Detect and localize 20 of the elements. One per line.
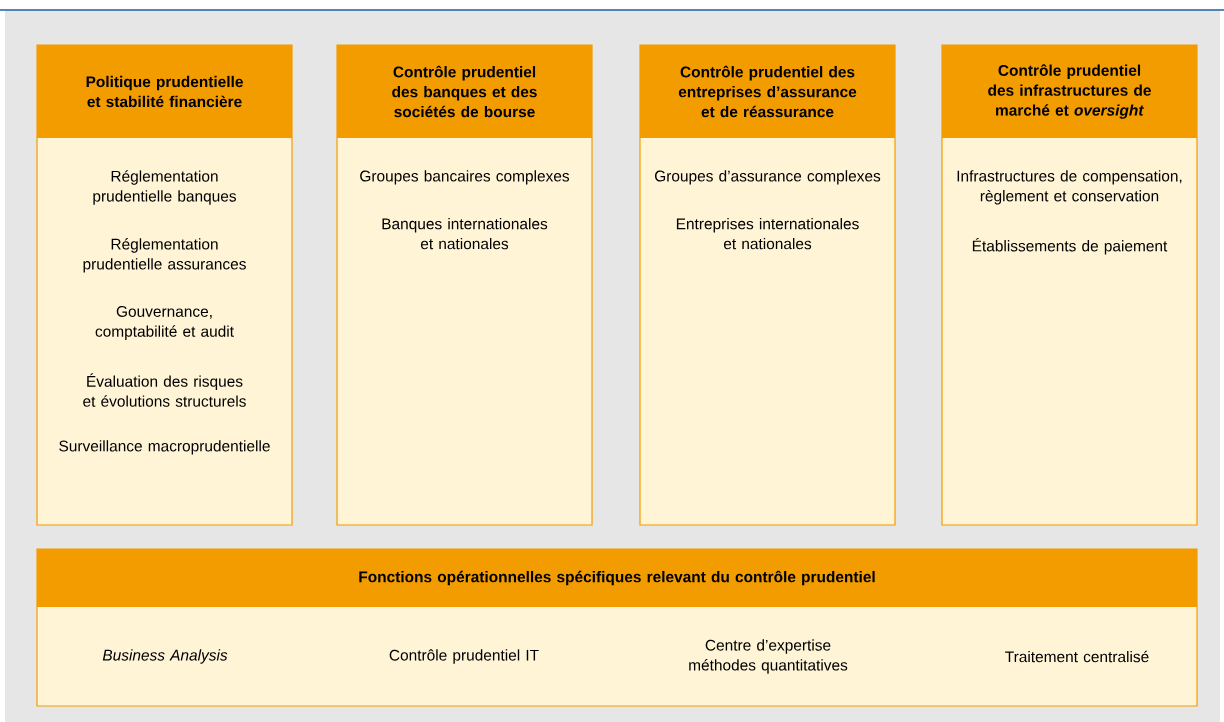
list-item: Business Analysis [102, 649, 228, 664]
list-item: Entreprises internationales et nationales [676, 218, 859, 250]
header-band: Fonctions opérationnelles spécifiques relevant du contrôle prudentiel [37, 549, 1197, 607]
list-item: Banques internationales et nationales [382, 218, 548, 250]
list-item: Centre d’expertise méthodes quantitatives [689, 639, 848, 674]
list-item: Groupes d’assurance complexes [655, 170, 881, 185]
list-item: Traitement centralisé [1005, 650, 1149, 663]
header-band: Contrôle prudentiel des infrastructures de marché et oversight [942, 45, 1197, 138]
list-item: Réglementation prudentielle assurances [83, 238, 246, 273]
list-item: Réglementation prudentielle banques [93, 170, 236, 205]
list-item: Évaluation des risques et évolutions structurels [83, 373, 246, 407]
list-item: Infrastructures de compensation, règlement et conservation [957, 170, 1182, 205]
list-item: Contrôle prudentiel IT [389, 649, 539, 664]
list-item: Surveillance macroprudentielle [59, 440, 270, 455]
list-item: Gouvernance, comptabilité et audit [95, 306, 234, 340]
header-band: Contrôle prudentiel des entreprises d’assurance et de réassurance [640, 45, 895, 138]
header-band: Contrôle prudentiel des banques et des sociétés de bourse [337, 45, 592, 138]
list-item: Établissements de paiement [972, 237, 1168, 255]
list-item: Groupes bancaires complexes [360, 170, 570, 185]
header-band: Politique prudentielle et stabilité financière [37, 45, 292, 138]
